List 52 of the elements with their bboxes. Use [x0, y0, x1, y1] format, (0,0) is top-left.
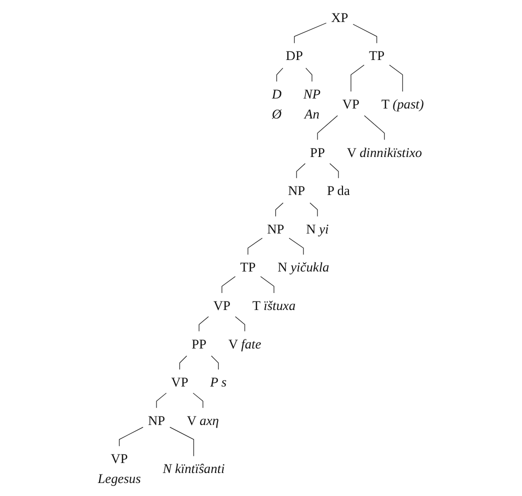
node-text: VP — [342, 96, 360, 112]
syntax-tree-drawing: XP DP TP D Ø NP An VP T (past) PP V dinnikïstixo NP P da NP N yi TP N yičukla VP T ïštuxa PP V fate VP P s NP V axη VP Legesus N kïntïŝanti — [88, 0, 434, 496]
connector — [198, 316, 210, 332]
node-label: An — [304, 106, 320, 122]
node-text: PP — [310, 144, 326, 160]
connector — [260, 276, 274, 294]
node-text: VP — [171, 374, 188, 390]
connector — [306, 68, 312, 82]
connector — [276, 202, 284, 217]
node-text: V axη — [187, 412, 220, 428]
node-text: TP — [369, 48, 385, 64]
node-text: V dinnikïstixo — [347, 144, 422, 160]
node-text: XP — [331, 10, 348, 25]
connector — [310, 202, 318, 217]
node-text: NP — [267, 221, 284, 236]
node-text: TP — [240, 260, 256, 275]
node-label: Ø — [272, 106, 282, 122]
connector — [222, 276, 236, 294]
node-text: P da — [327, 182, 350, 198]
node-text: VP — [214, 298, 231, 314]
node-text: D — [272, 86, 282, 102]
connector — [276, 68, 284, 82]
node-text: PP — [192, 336, 207, 352]
node-text: NP — [288, 182, 306, 198]
connector — [389, 64, 404, 92]
node-text: N yičukla — [278, 260, 330, 275]
connector — [180, 356, 188, 370]
connector — [156, 392, 167, 408]
node-text: DP — [286, 48, 304, 64]
node-text: VP — [110, 451, 128, 466]
connector — [193, 392, 204, 408]
connector — [294, 22, 327, 44]
node-label: Legesus — [98, 471, 142, 486]
connector — [364, 115, 385, 140]
node-text: NP — [304, 86, 321, 102]
connector — [289, 238, 304, 255]
node-text: T ïštuxa — [252, 298, 296, 314]
node-text: T (past) — [382, 96, 424, 112]
connector — [211, 356, 219, 370]
node-text: P s — [210, 374, 227, 390]
connector — [350, 64, 365, 92]
connector — [352, 24, 378, 44]
connector — [119, 426, 144, 446]
node-text: V fate — [228, 336, 262, 352]
connector — [296, 163, 306, 178]
node-text: N kïntïŝanti — [162, 461, 225, 476]
node-text: N yi — [306, 221, 329, 236]
connector — [248, 238, 263, 255]
connector — [317, 115, 338, 140]
connector — [330, 163, 339, 178]
node-text: NP — [148, 412, 166, 428]
connector — [235, 316, 246, 332]
